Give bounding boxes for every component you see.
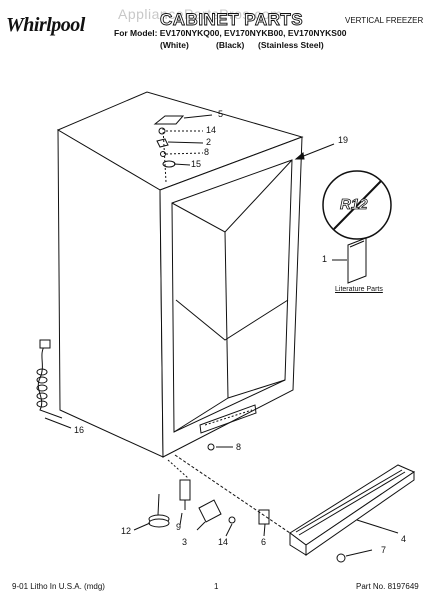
part-number: Part No. 8197649 — [356, 582, 419, 591]
callout-1: 1 — [322, 254, 328, 264]
top-hinge-parts — [153, 115, 185, 183]
callout-12: 12 — [121, 526, 132, 536]
model-list: For Model: EV170NYKQ00, EV170NYKB00, EV1… — [114, 28, 347, 38]
callout-15: 15 — [191, 159, 202, 169]
callout-8-bottom: 8 — [236, 442, 242, 452]
literature-parts-label: Literature Parts — [335, 286, 383, 293]
literature-booklet — [332, 237, 367, 284]
watermark: AppliancePartsPros.com — [118, 6, 283, 22]
bottom-hardware — [148, 443, 346, 563]
print-info: 9-01 Litho In U.S.A. (mdg) — [12, 582, 105, 591]
callout-7: 7 — [381, 545, 387, 555]
kick-plate — [289, 464, 416, 556]
cabinet-shell — [56, 91, 304, 458]
callout-5: 5 — [218, 109, 224, 119]
callout-8-top: 8 — [204, 147, 210, 157]
variant-white: (White) — [160, 40, 189, 50]
power-cord — [36, 339, 63, 419]
callout-3: 3 — [182, 537, 188, 547]
callout-9: 9 — [176, 522, 182, 532]
callout-6: 6 — [261, 537, 267, 547]
callout-4: 4 — [401, 534, 407, 544]
callout-14-bottom: 14 — [218, 537, 229, 547]
variant-black: (Black) — [216, 40, 245, 50]
page-number: 1 — [214, 582, 219, 591]
product-category: VERTICAL FREEZER — [345, 16, 424, 25]
page-title: CABINET PARTS — [160, 10, 304, 30]
callout-14-top: 14 — [206, 125, 217, 135]
callout-2: 2 — [206, 137, 212, 147]
whirlpool-logo: Whirlpool — [6, 14, 85, 36]
callout-16: 16 — [74, 425, 85, 435]
callout-19: 19 — [338, 135, 349, 145]
variant-stainless: (Stainless Steel) — [258, 40, 324, 50]
refrigerant-badge — [322, 170, 392, 240]
refrigerant-badge-text: R12 — [340, 196, 368, 214]
